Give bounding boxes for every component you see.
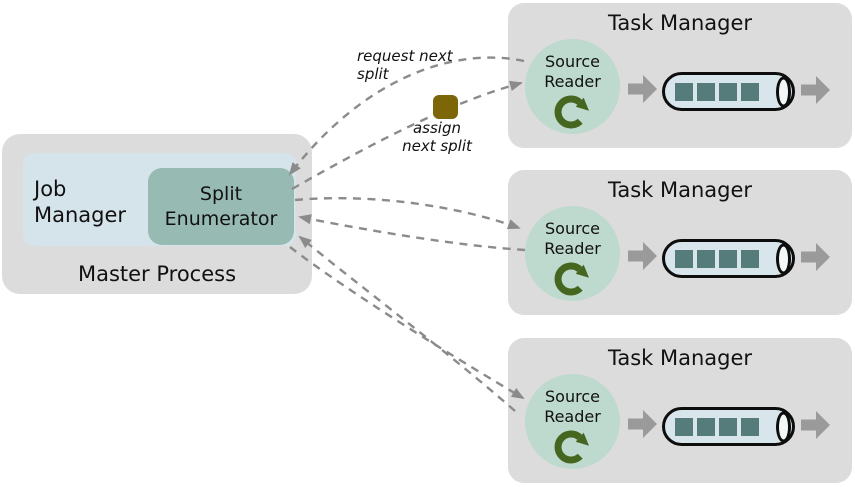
request-arrow-tm3	[298, 235, 516, 412]
split-enumerator-box: Split Enumerator	[148, 168, 294, 245]
queue-item	[675, 417, 693, 436]
job-manager-label: Job Manager	[34, 176, 127, 227]
queue-items	[675, 82, 759, 101]
flow-arrow-icon	[628, 242, 657, 270]
queue-item	[675, 82, 693, 101]
task-manager-box-3: Task Manager Source Reader	[508, 338, 852, 483]
refresh-icon	[554, 430, 589, 464]
assign-arrow-tm3	[289, 246, 525, 400]
queue-item	[741, 249, 759, 268]
flow-arrow-icon	[801, 411, 830, 439]
buffer-queue	[662, 239, 795, 278]
flow-arrow-icon	[801, 243, 830, 271]
request-arrow-tm2	[298, 214, 526, 252]
source-reader-circle: Source Reader	[525, 206, 620, 301]
refresh-icon	[554, 95, 589, 129]
source-reader-label: Source Reader	[544, 387, 601, 426]
flow-arrow-icon	[628, 75, 657, 103]
queue-item	[719, 417, 737, 436]
queue-item	[719, 249, 737, 268]
queue-end-cap	[776, 411, 791, 442]
queue-item	[675, 249, 693, 268]
split-token	[433, 95, 458, 119]
source-reader-label: Source Reader	[544, 219, 601, 258]
task-manager-title: Task Manager	[607, 178, 753, 202]
task-manager-title: Task Manager	[607, 11, 753, 35]
assign-next-split-label: assign next split	[402, 119, 472, 155]
request-next-split-label: request next split	[357, 47, 453, 83]
queue-items	[675, 249, 759, 268]
source-reader-label: Source Reader	[544, 52, 601, 91]
flow-arrow-icon	[628, 410, 657, 438]
split-enumerator-label: Split Enumerator	[164, 182, 278, 230]
buffer-queue	[662, 407, 795, 446]
queue-end-cap	[776, 243, 791, 274]
task-manager-box-1: Task Manager Source Reader	[508, 3, 852, 148]
source-reader-circle: Source Reader	[525, 374, 620, 469]
queue-item	[719, 82, 737, 101]
queue-end-cap	[776, 76, 791, 107]
queue-item	[697, 82, 715, 101]
queue-item	[697, 249, 715, 268]
refresh-icon	[554, 262, 589, 296]
master-process-label: Master Process	[77, 262, 237, 286]
queue-item	[741, 82, 759, 101]
task-manager-box-2: Task Manager Source Reader	[508, 170, 852, 315]
queue-item	[697, 417, 715, 436]
buffer-queue	[662, 72, 795, 111]
task-manager-title: Task Manager	[607, 346, 753, 370]
source-reader-circle: Source Reader	[525, 39, 620, 134]
assign-arrow-tm2	[294, 196, 521, 230]
flow-arrow-icon	[801, 76, 830, 104]
queue-items	[675, 417, 759, 436]
queue-item	[741, 417, 759, 436]
